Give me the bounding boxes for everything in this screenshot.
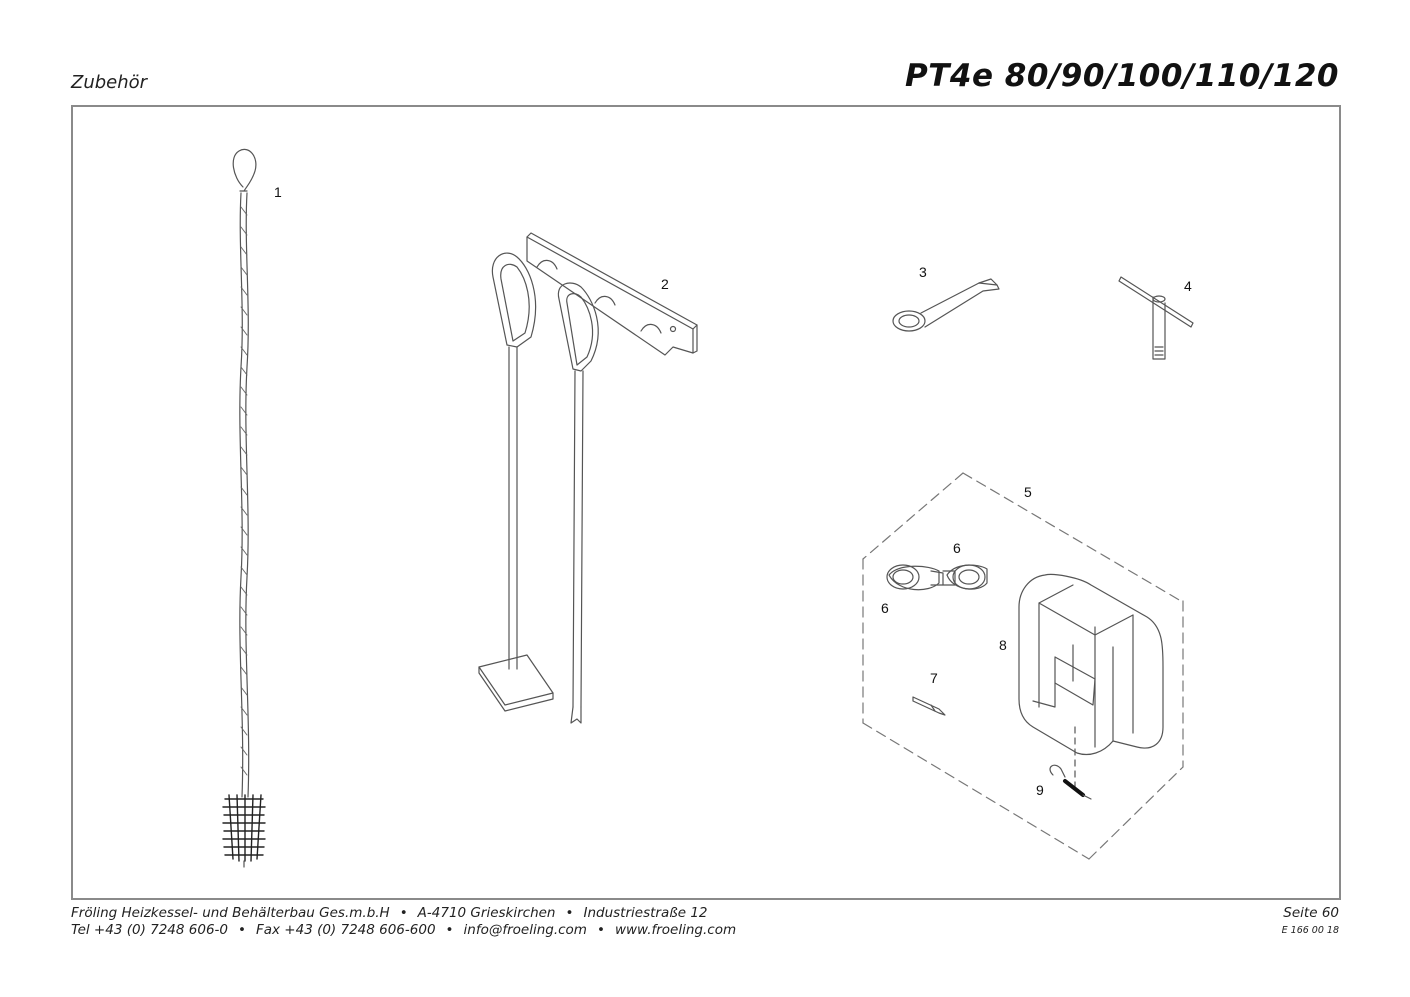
address-city: A-4710 Grieskirchen [417,905,556,921]
bullet-separator: • [445,922,454,938]
footer-address-line: Fröling Heizkessel- und Behälterbau Ges.… [71,905,736,922]
callout-9: 9 [1036,782,1044,798]
address-street: Industriestraße 12 [583,905,708,921]
accessory-kit-outline [862,472,1184,860]
callout-4: 4 [1184,278,1192,294]
callout-2: 2 [661,276,669,292]
cleaning-brush-illustration [222,148,266,868]
document-number: E 166 00 18 [1281,925,1339,936]
callout-8: 8 [999,637,1007,653]
phone-number: Tel +43 (0) 7248 606-0 [71,922,228,938]
bullet-separator: • [565,905,574,921]
bullet-separator: • [238,922,246,938]
callout-1: 1 [274,184,282,200]
section-title: Zubehör [71,72,148,93]
insulation-block-illustration [1018,573,1164,788]
website-link[interactable]: www.froeling.com [614,922,737,938]
split-pin-illustration [912,696,946,716]
bullet-separator: • [399,905,408,921]
callout-5: 5 [1024,484,1032,500]
spring-illustration [1049,764,1092,800]
callout-7: 7 [930,670,938,686]
page-number: Seite 60 [1283,905,1339,921]
callout-6-left: 6 [881,600,889,616]
bullet-separator: • [596,922,605,938]
exploded-parts-drawing: 1 2 3 4 5 6 6 7 8 9 [222,148,1194,868]
hose-clamp-left-illustration [886,564,944,591]
callout-6-right: 6 [953,540,961,556]
model-title: PT4e 80/90/100/110/120 [905,58,1339,94]
email-link[interactable]: info@froeling.com [463,922,587,938]
ring-spanner-illustration [892,278,1000,332]
fax-number: Fax +43 (0) 7248 606-600 [255,922,436,938]
company-name: Fröling Heizkessel- und Behälterbau Ges.… [71,905,390,921]
t-key-illustration [1118,276,1194,360]
footer-contact-line: Tel +43 (0) 7248 606-0 • Fax +43 (0) 7248 … [71,922,736,939]
callout-3: 3 [919,264,927,280]
tool-holder-bracket-illustration [478,232,698,724]
parts-drawing-frame: 1 2 3 4 5 6 6 7 8 9 [71,105,1341,900]
footer-contact: Fröling Heizkessel- und Behälterbau Ges.… [71,905,736,939]
footer-page-info: Seite 60 E 166 00 18 [1282,905,1339,938]
hose-clamp-right-illustration [942,564,988,590]
